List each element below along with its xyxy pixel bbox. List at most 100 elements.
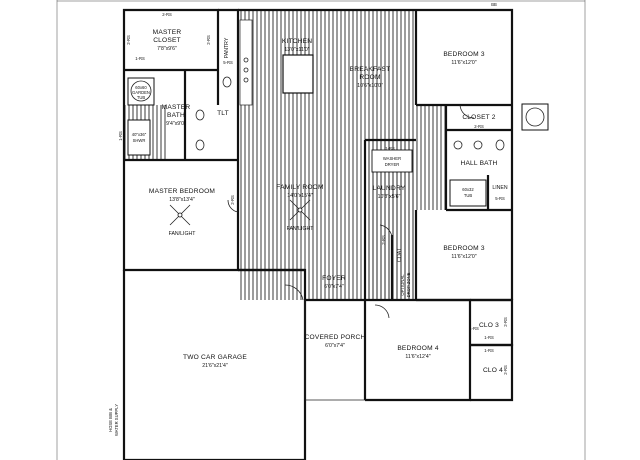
hall-sink-1	[453, 140, 463, 150]
shower-label-1: 40"x36"	[132, 132, 147, 137]
coat-label: COAT	[397, 247, 403, 262]
kitchen-counter	[239, 19, 253, 106]
bb-label: BB	[491, 2, 497, 7]
kitchen-name: KITCHEN	[282, 38, 312, 45]
bedroom3-right-name: BEDROOM 3	[443, 245, 485, 252]
master-bath-name-2: BATH	[167, 112, 185, 119]
tub-label-3: TUB	[137, 95, 146, 100]
wall-bedroom4	[365, 298, 472, 402]
kitchen-dims: 13'0"x11'0"	[284, 47, 309, 53]
master-bedroom-dims: 13'8"x13'4"	[169, 197, 195, 203]
hall-tub-label-2: TUB	[464, 193, 473, 198]
hose-bib-label-2: WATER SUPPLY	[114, 404, 119, 436]
hall-bath-name: HALL BATH	[461, 160, 498, 167]
shelf-notes: 2-RS 2-RS 5-RS 2-RS 1-RS 2-RS 5-RS 2-RS …	[118, 12, 508, 375]
shelf-note-12: 2-RS	[503, 365, 508, 375]
shelf-note-4: 2-RS	[126, 35, 131, 45]
master-closet-name-2: CLOSET	[153, 37, 181, 44]
kitchen-island	[282, 54, 314, 94]
laundry-dims: 10'8"x5'6"	[378, 194, 401, 200]
bedroom3-right-dims: 11'6"x12'0"	[451, 254, 476, 260]
shelf-note-11: 2-RS	[503, 317, 508, 327]
wall-master-bedroom	[122, 160, 240, 272]
ac-fan-icon	[525, 107, 545, 127]
closet2-name: CLOSET 2	[462, 114, 495, 121]
shelf-note-8: 2-RS	[381, 235, 386, 245]
porch-name: COVERED PORCH	[305, 334, 366, 341]
dropzone-label-2: DROP ZONE	[406, 272, 411, 297]
master-bath-dims: 9'4"x9'0"	[166, 121, 186, 127]
family-room-dims: 14'0"x15'4"	[287, 193, 313, 199]
shelf-note-16: 1-RS	[135, 56, 145, 61]
master-sink-1	[195, 109, 205, 121]
linen-name: LINEN	[492, 185, 508, 191]
door-master-bedroom	[227, 199, 239, 213]
master-shower	[127, 119, 151, 156]
door-garage-foyer	[284, 284, 304, 301]
washer-label: WASHER	[383, 156, 401, 161]
breakfast-name-1: BREAKFAST	[350, 66, 391, 73]
garden-tub-basin	[130, 80, 152, 102]
garden-tub	[127, 77, 155, 106]
fixture-labels: 60x60 GARDEN TUB 40"x36" SHWR 60x32 TUB …	[108, 2, 497, 436]
foyer-dims: 6'0"x7'4"	[324, 284, 344, 290]
hall-tub	[449, 179, 487, 207]
master-closet-name-1: MASTER	[153, 29, 182, 36]
master-bedroom-name: MASTER BEDROOM	[149, 188, 215, 195]
tub-label-2: GARDEN	[132, 90, 150, 95]
tub-label-1: 60x60	[135, 85, 147, 90]
door-bedroom4	[374, 304, 390, 319]
shelf-note-3: 5-RS	[223, 60, 233, 65]
family-fan-icon	[289, 199, 311, 221]
shelf-note-6: 2-RS	[474, 124, 484, 129]
hatched-floor-laundry	[416, 105, 446, 210]
bedroom3-top-dims: 11'6"x12'0"	[451, 60, 476, 66]
door-bedroom3	[459, 104, 475, 119]
hall-tub-label-1: 60x32	[462, 187, 474, 192]
stove-burner-3	[243, 77, 249, 83]
master-fan-icon	[169, 204, 191, 226]
shelf-note-15: 1-RS	[469, 326, 479, 331]
garage-dims: 21'6"x21'4"	[202, 363, 228, 369]
master-bath-name-1: MASTER	[162, 104, 191, 111]
family-fan-label: FAN/LIGHT	[287, 226, 315, 232]
stove-burner-1	[243, 57, 249, 63]
room-labels: MASTER CLOSET 7'8"x9'6" PANTRY KITCHEN 1…	[149, 29, 508, 374]
dropzone-label-1: OPTIONAL	[400, 274, 405, 296]
hall-sink-2	[473, 140, 483, 150]
shelf-note-14: 2-RS	[230, 195, 235, 205]
wall-master-closet	[122, 8, 220, 160]
shelf-note-10: 1-RS	[484, 335, 494, 340]
bedroom3-top-name: BEDROOM 3	[443, 51, 485, 58]
family-room-name: FAMILY ROOM	[276, 184, 323, 191]
master-sink-2	[195, 139, 205, 151]
bedroom4-dims: 11'6"x12'4"	[405, 354, 430, 360]
porch-dims: 6'0"x7'4"	[325, 343, 345, 349]
door-laundry	[379, 224, 393, 241]
master-closet-dims: 7'8"x9'6"	[157, 46, 177, 52]
foyer-name: FOYER	[322, 275, 346, 282]
wall-clo4	[470, 343, 514, 402]
tlt-toilet	[222, 76, 232, 88]
shelf-note-5: 1-RS	[118, 131, 123, 141]
shelf-note-1: 2-RS	[162, 12, 172, 17]
washer-dryer	[371, 149, 413, 173]
tlt-name: TLT	[217, 110, 229, 117]
breakfast-name-2: ROOM	[359, 74, 380, 81]
shower-label-2: SHWR	[133, 138, 146, 143]
dryer-label: DRYER	[385, 162, 400, 167]
hall-toilet	[495, 139, 505, 151]
clo3-name: CLO 3	[479, 322, 499, 329]
master-fan-label: FAN/LIGHT	[169, 231, 197, 237]
shelf-note-7: 5-RS	[495, 196, 505, 201]
laundry-name: LAUNDRY	[373, 185, 406, 192]
stove-burner-2	[243, 67, 249, 73]
pantry-label: PANTRY	[224, 37, 230, 58]
shelf-note-2: 2-RS	[206, 35, 211, 45]
garage-name: TWO CAR GARAGE	[183, 354, 247, 361]
breakfast-dims: 10'6"x10'0"	[357, 83, 383, 89]
clo4-name: CLO 4	[483, 367, 503, 374]
shelf-note-13: 1-RS	[484, 348, 494, 353]
shelf-note-9: 1-RS	[385, 146, 395, 151]
